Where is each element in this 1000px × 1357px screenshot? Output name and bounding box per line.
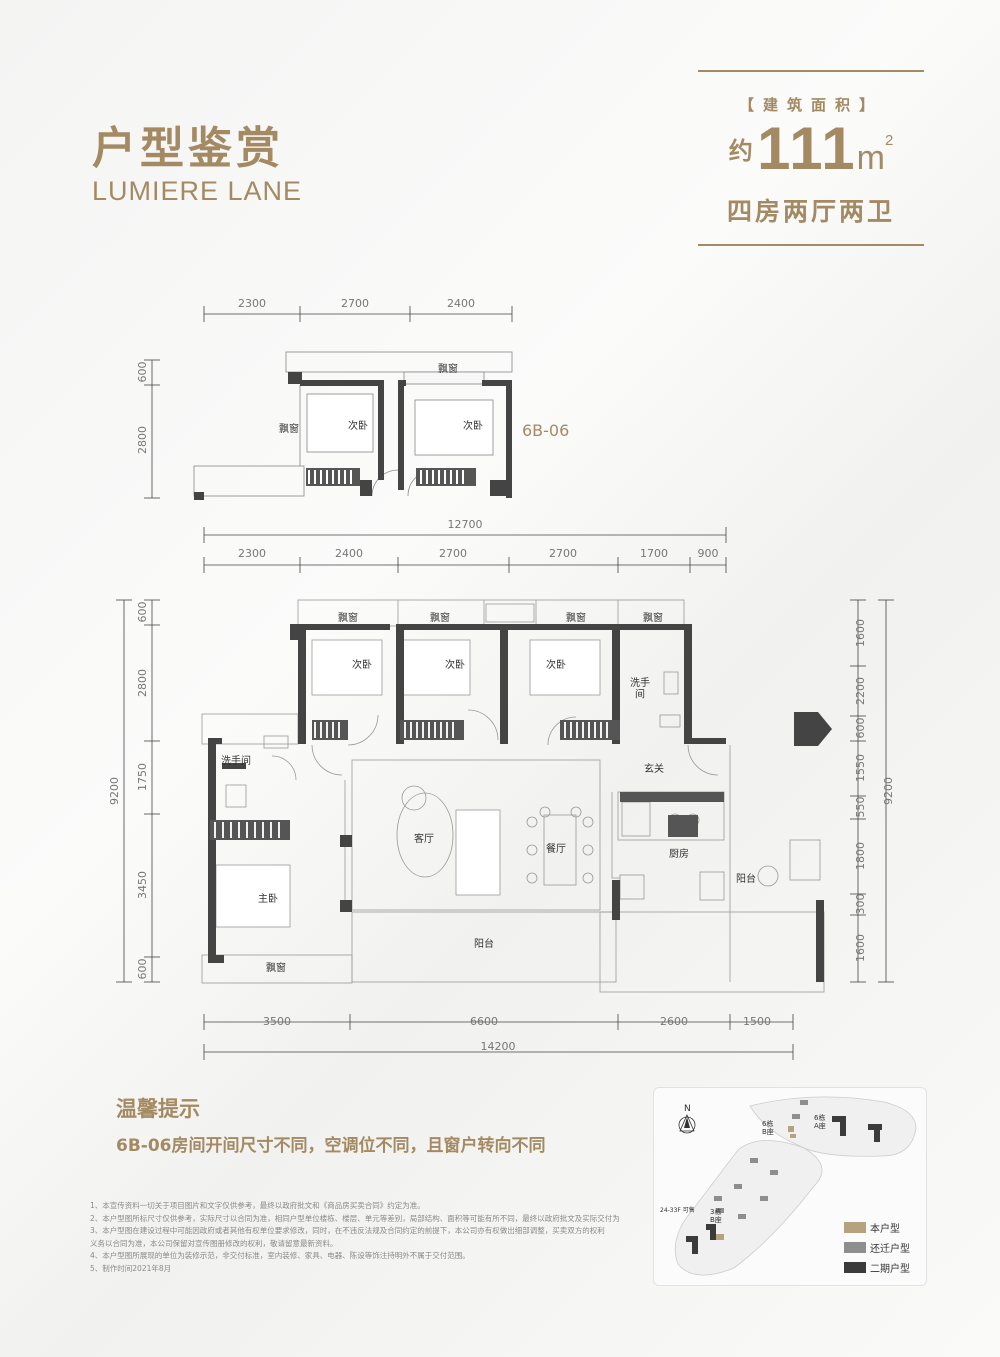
room-label: 洗手间	[221, 754, 251, 767]
dim-right: 600	[854, 718, 867, 739]
unit-label: 6B-06	[522, 421, 569, 440]
room-label: 次卧	[445, 658, 465, 671]
dim-bottom: 3500	[263, 1015, 291, 1028]
dim-right: 2200	[854, 677, 867, 705]
dim-right: 1600	[854, 619, 867, 647]
room-label: 玄关	[644, 762, 664, 775]
room-label: 次卧	[352, 658, 372, 671]
room-label: 次卧	[546, 658, 566, 671]
room-label: 阳台	[736, 872, 756, 885]
dim-top: 900	[698, 547, 719, 560]
room-label: 洗手间	[630, 676, 650, 701]
dim-right: 300	[854, 894, 867, 915]
dim-total-right: 9200	[882, 777, 895, 805]
room-label: 次卧	[463, 419, 483, 432]
room-label: 客厅	[414, 832, 434, 845]
area-unit-sup: 2	[884, 132, 894, 149]
dim-left: 2800	[136, 669, 149, 697]
dim-bottom: 2600	[660, 1015, 688, 1028]
room-label: 飘窗	[430, 611, 450, 624]
room-label: 厨房	[669, 847, 689, 860]
dim-right: 1800	[854, 842, 867, 870]
dim-left: 600	[136, 602, 149, 623]
dim-left: 1750	[136, 763, 149, 791]
legend-item: 本户型	[844, 1220, 900, 1235]
room-label: 飘窗	[643, 611, 663, 624]
project-name: LUMIERE LANE	[92, 176, 303, 206]
room-label: 阳台	[474, 937, 494, 950]
legend-label: 二期户型	[870, 1264, 910, 1275]
tips-title: 温馨提示	[116, 1097, 200, 1121]
room-label: 飘窗	[566, 611, 586, 624]
floor-plan: 2300 2700 2400 600 2800 飘窗 飘窗 次卧 次卧 6B-0…	[108, 297, 895, 1060]
legend-label: 还迁户型	[870, 1244, 910, 1255]
dim-top-1: 2300	[238, 297, 266, 310]
dim-top: 2700	[549, 547, 577, 560]
room-label: 飘窗	[266, 961, 286, 974]
room-label: 次卧	[348, 419, 368, 432]
dim-left-2: 2800	[136, 426, 149, 454]
disclaimer-notes: 1、本宣传资料一切关于项目图片和文字仅供参考，最终以政府批文和《商品房买卖合同》…	[90, 1200, 620, 1275]
floors-label: 24-33F 可售	[660, 1206, 695, 1214]
room-label: 飘窗	[438, 362, 458, 375]
dim-total-bottom: 14200	[481, 1040, 516, 1053]
note-line: 2、本户型图所标尺寸仅供参考，实际尺寸以合同为准，相同户型单位楼栋、楼层、单元等…	[90, 1213, 620, 1223]
page-title: 户型鉴赏	[92, 123, 284, 174]
tips-text: 6B-06房间开间尺寸不同，空调位不同，且窗户转向不同	[116, 1136, 546, 1156]
area-prefix: 约	[728, 137, 753, 165]
room-label: 飘窗	[338, 611, 358, 624]
dim-top: 2400	[335, 547, 363, 560]
legend-item: 还迁户型	[844, 1240, 910, 1255]
room-label: 飘窗	[279, 422, 299, 435]
note-line: 4、本户型图所展现的单位为装修示范，非交付标准，室内装修、家具、电器、陈设等饰注…	[90, 1251, 470, 1260]
note-line: 1、本宣传资料一切关于项目图片和文字仅供参考，最终以政府批文和《商品房买卖合同》…	[90, 1201, 425, 1210]
area-number: 111	[757, 115, 857, 182]
dim-bottom: 1500	[743, 1015, 771, 1028]
dim-top-2: 2700	[341, 297, 369, 310]
room-label: 主卧	[258, 892, 278, 905]
note-line: 3、本户型图在建设过程中可能因政府或者其他有权单位要求修改，同时，在不违反法规及…	[90, 1226, 605, 1235]
legend-swatch	[844, 1222, 866, 1233]
legend-item: 二期户型	[844, 1260, 910, 1275]
legend-swatch	[844, 1242, 866, 1253]
note-line: 5、制作时间2021年8月	[90, 1263, 172, 1273]
dim-top: 2700	[439, 547, 467, 560]
dim-total-left: 9200	[108, 777, 121, 805]
area-value: 约 111m2	[698, 114, 924, 183]
dim-left: 600	[136, 959, 149, 980]
dim-right: 550	[854, 797, 867, 818]
dim-bottom: 6600	[470, 1015, 498, 1028]
room-config: 四房两厅两卫	[726, 197, 895, 226]
dim-total-top: 12700	[448, 518, 483, 531]
dim-left: 3450	[136, 871, 149, 899]
dim-right: 1550	[854, 754, 867, 782]
area-unit: m	[856, 139, 885, 177]
legend-label: 本户型	[870, 1224, 900, 1235]
dim-right: 1600	[854, 934, 867, 962]
legend-swatch	[844, 1262, 866, 1273]
room-label: 餐厅	[546, 842, 566, 855]
area-info-box: 【建筑面积】 约 111m2 四房两厅两卫	[698, 70, 924, 246]
note-line: 义务以合同为准，本公司保留对宣传图册修改的权利，敬请留意最新资料。	[90, 1238, 338, 1248]
north-label: N	[684, 1104, 691, 1114]
area-label: 【建筑面积】	[738, 96, 883, 114]
dim-top: 1700	[640, 547, 668, 560]
dim-top: 2300	[238, 547, 266, 560]
dim-top-3: 2400	[447, 297, 475, 310]
dim-left-1: 600	[136, 362, 149, 383]
